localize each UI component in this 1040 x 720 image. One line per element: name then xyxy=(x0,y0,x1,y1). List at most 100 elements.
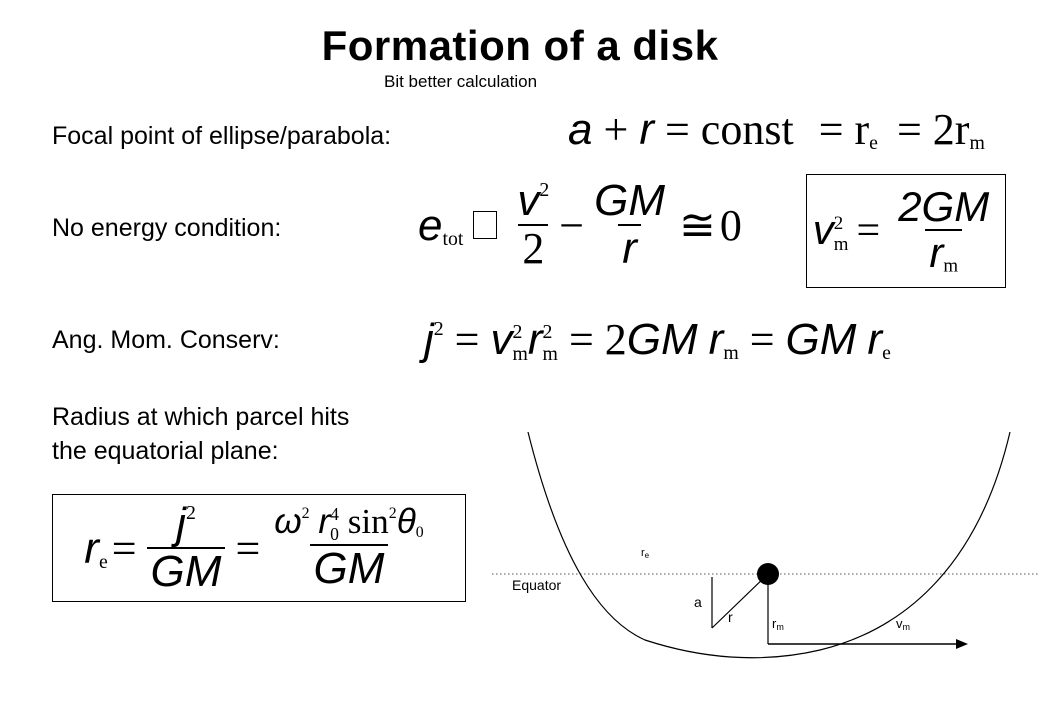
eq-symbol: GM xyxy=(309,544,389,592)
vm-label-sub: m xyxy=(903,622,911,632)
eq-superscript: 2 xyxy=(542,321,553,344)
eq-subscript: e xyxy=(882,341,891,364)
page-title: Formation of a disk xyxy=(321,22,719,69)
parcel-dot xyxy=(757,563,779,585)
eq-subscript: 0 xyxy=(330,523,339,544)
eq-superscript: 2 xyxy=(539,179,550,202)
eq-symbol: r xyxy=(639,105,654,154)
eq-symbol: = xyxy=(818,105,844,154)
eq-symbol: v xyxy=(490,315,513,364)
eq-subscript: e xyxy=(869,131,878,154)
equator-label: Equator xyxy=(512,577,561,593)
eq-symbol: a xyxy=(568,105,593,154)
eq-symbol: r xyxy=(618,224,641,272)
eq-symbol: r xyxy=(854,105,870,154)
eq-superscript: 2 xyxy=(433,318,444,341)
eq-subscript: m xyxy=(542,342,558,365)
vm-label: vm xyxy=(896,616,910,632)
eq-symbol: = xyxy=(856,208,881,254)
re-label-sub: e xyxy=(645,551,650,560)
eq-subscript: m xyxy=(833,233,849,255)
rm-label-sub: m xyxy=(776,622,784,632)
arrow-head-icon xyxy=(956,639,968,649)
fraction: v2 2 xyxy=(513,176,553,272)
eq-symbol: θ xyxy=(396,501,416,541)
eq-symbol: GM xyxy=(146,547,226,595)
eq-symbol: 0 xyxy=(719,200,742,250)
angmom-label: Ang. Mom. Conserv: xyxy=(52,326,280,354)
fraction: GM r xyxy=(590,176,669,272)
focal-label: Focal point of ellipse/parabola: xyxy=(52,122,392,150)
energy-equation: etot v2 2 − GM r ≅ 0 xyxy=(418,176,742,272)
eq-symbol: e xyxy=(418,200,443,250)
eq-symbol: = xyxy=(896,105,922,154)
eq-superscript: 2 xyxy=(512,321,523,344)
eq-symbol: 2 xyxy=(518,224,549,272)
eq-symbol: j xyxy=(424,315,434,364)
eq-symbol: r xyxy=(867,315,883,364)
radius-label-line2: the equatorial plane: xyxy=(52,437,279,465)
eq-symbol: ≅ xyxy=(678,200,716,250)
eq-subscript: tot xyxy=(442,227,464,250)
eq-symbol: r xyxy=(527,315,543,364)
eq-superscript: 2 xyxy=(388,504,397,522)
eq-symbol: = xyxy=(235,523,261,573)
eq-subscript: m xyxy=(723,341,739,364)
eq-symbol: = xyxy=(454,315,480,364)
eq-symbol: 2 xyxy=(604,315,627,364)
fraction: j2 GM xyxy=(146,498,226,595)
eq-symbol: GM xyxy=(594,176,665,225)
eq-symbol: r xyxy=(84,523,99,573)
eq-symbol: 2GM xyxy=(898,183,990,231)
a-label: a xyxy=(694,594,702,610)
parabola-curve xyxy=(527,431,1011,659)
radius-label: Radius at which parcel hits the equatori… xyxy=(52,400,349,468)
eq-subscript: 0 xyxy=(415,523,424,541)
r-segment xyxy=(711,573,769,629)
focal-equation: a + r = const = re = 2rm xyxy=(568,104,985,155)
eq-symbol: r xyxy=(929,229,944,277)
eq-symbol: = xyxy=(568,315,594,364)
eq-subscript: e xyxy=(98,550,108,573)
eq-symbol: v xyxy=(517,176,540,225)
eq-symbol: 2 xyxy=(932,105,955,154)
eq-subscript: m xyxy=(969,131,985,154)
missing-glyph-box xyxy=(473,211,498,240)
rm-label: rm xyxy=(772,616,784,632)
eq-symbol: = xyxy=(111,523,137,573)
eq-subscript: m xyxy=(943,255,959,277)
fraction: 2GM rm xyxy=(894,185,993,277)
eq-symbol: r xyxy=(708,315,724,364)
eq-subscript: m xyxy=(512,342,528,365)
eq-symbol: ω xyxy=(274,501,302,541)
eq-symbol: = xyxy=(664,105,690,154)
eq-superscript: 2 xyxy=(301,504,310,522)
eq-symbol: j xyxy=(176,498,186,548)
eq-superscript: 4 xyxy=(330,504,339,525)
eq-superscript: 2 xyxy=(185,502,196,525)
eq-symbol: v xyxy=(812,206,834,254)
eq-symbol: const xyxy=(700,105,794,154)
eq-symbol: r xyxy=(318,501,331,541)
rm-label-main: r xyxy=(772,616,777,631)
r-label: r xyxy=(728,609,733,625)
eq-symbol: sin xyxy=(347,501,389,541)
energy-label: No energy condition: xyxy=(52,214,282,242)
eq-symbol: + xyxy=(603,105,629,154)
eq-symbol: = xyxy=(749,315,775,364)
subtitle: Bit better calculation xyxy=(384,72,538,91)
eq-symbol: GM xyxy=(785,315,857,364)
radius-label-line1: Radius at which parcel hits xyxy=(52,403,350,431)
eq-symbol: r xyxy=(954,105,970,154)
eq-symbol: − xyxy=(559,200,585,250)
re-label-main: r xyxy=(641,547,645,559)
vm-label-main: v xyxy=(896,616,903,631)
eq-superscript: 2 xyxy=(833,212,844,234)
re-label: re xyxy=(641,547,650,560)
eq-symbol: GM xyxy=(626,315,698,364)
